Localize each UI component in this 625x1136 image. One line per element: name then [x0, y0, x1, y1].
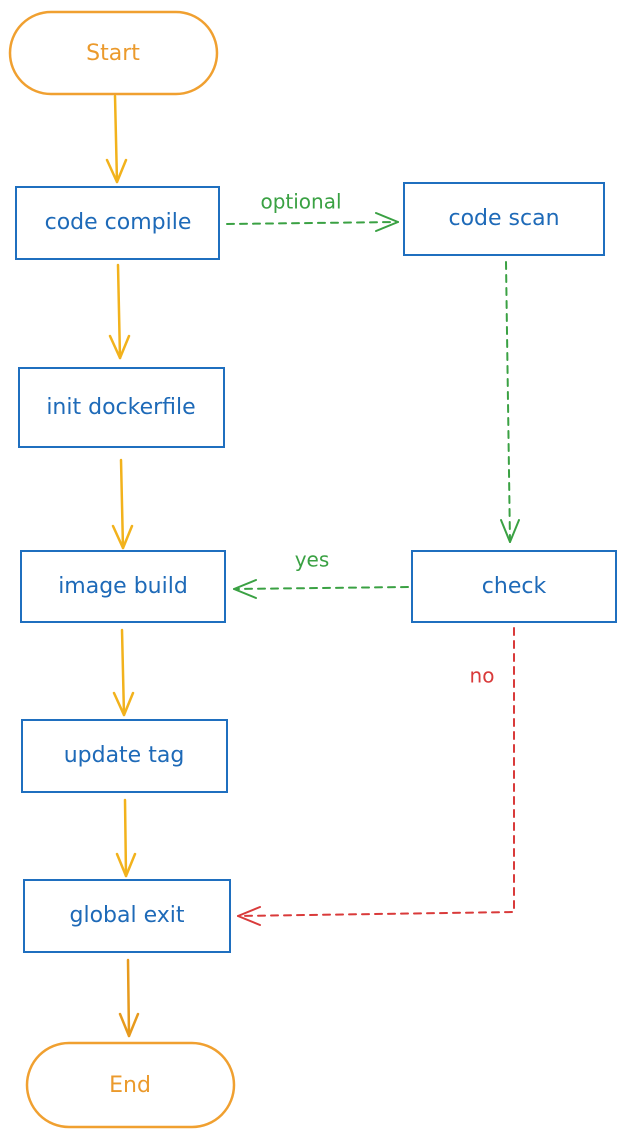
edge-image-build-to-update-tag — [112, 628, 135, 717]
edge-check-to-global-exit: no — [237, 627, 515, 926]
node-label-init-dockerfile: init dockerfile — [46, 395, 195, 420]
edge-code-compile-to-code-scan: optional — [226, 190, 399, 232]
edge-check-to-image-build: yes — [233, 548, 409, 599]
node-init-dockerfile: init dockerfile — [18, 367, 225, 448]
node-end: End — [25, 1041, 236, 1129]
node-image-build: image build — [20, 550, 226, 623]
edge-code-compile-to-init-dockerfile — [108, 263, 131, 360]
node-code-compile: code compile — [15, 186, 220, 260]
node-label-global-exit: global exit — [70, 903, 185, 928]
edge-update-tag-to-global-exit — [115, 798, 137, 878]
edge-global-exit-to-end — [118, 958, 140, 1038]
node-label-code-scan: code scan — [448, 206, 559, 231]
node-label-check: check — [482, 574, 547, 599]
node-label-code-compile: code compile — [45, 210, 192, 235]
node-start: Start — [8, 10, 219, 96]
node-code-scan: code scan — [403, 182, 605, 256]
edge-label-optional: optional — [260, 190, 341, 214]
node-global-exit: global exit — [23, 879, 231, 953]
node-label-end: End — [109, 1073, 151, 1098]
edge-code-scan-to-check — [500, 261, 520, 543]
node-label-start: Start — [86, 41, 140, 66]
edge-label-yes: yes — [295, 548, 330, 572]
node-check: check — [411, 550, 617, 623]
node-update-tag: update tag — [21, 719, 228, 793]
edge-label-no: no — [470, 664, 495, 688]
node-label-update-tag: update tag — [64, 743, 185, 768]
edge-start-to-code-compile — [105, 94, 128, 184]
edge-init-dockerfile-to-image-build — [111, 458, 134, 550]
node-label-image-build: image build — [58, 574, 188, 599]
